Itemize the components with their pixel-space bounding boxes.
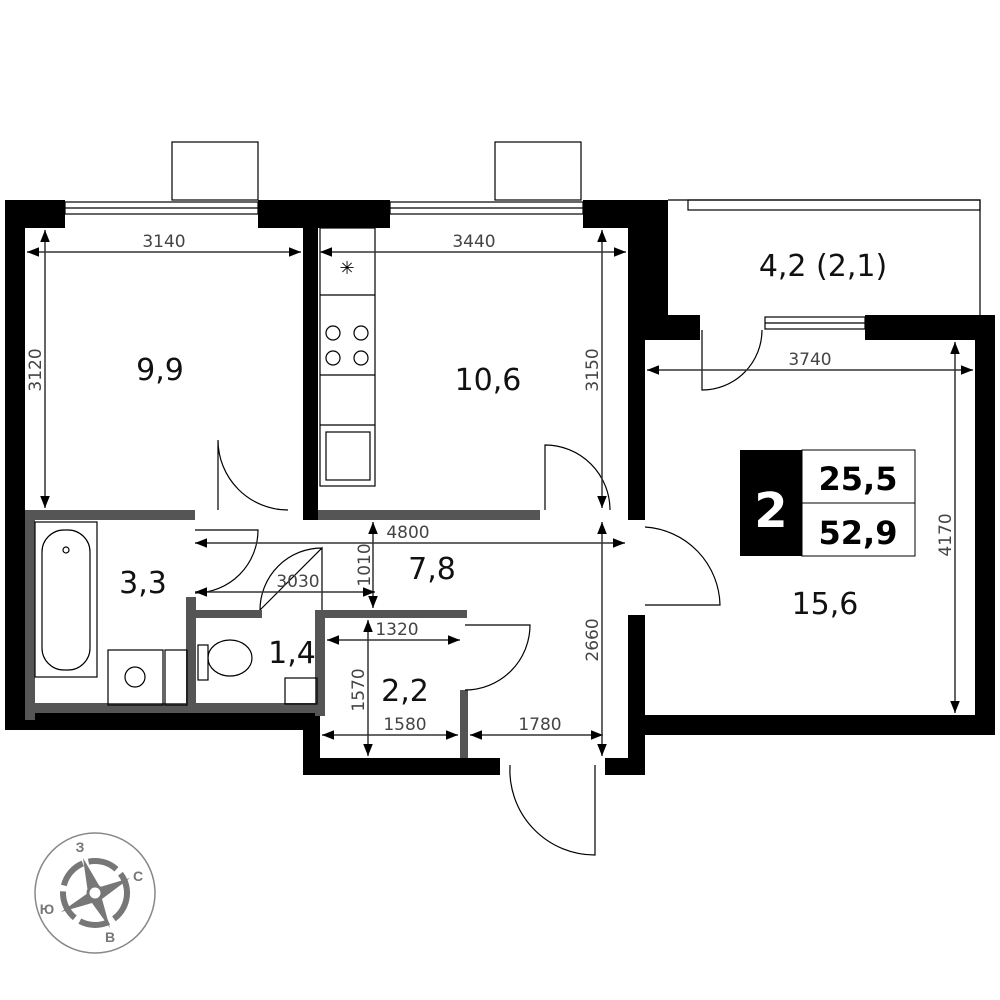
- washbasin-icon: [284, 677, 318, 705]
- compass-east: В: [105, 929, 115, 945]
- dim-entry-width: 1780: [518, 715, 561, 735]
- dim-bedroom-width: 3140: [142, 232, 185, 252]
- window-bay-bedroom: [171, 141, 259, 201]
- doors: [194, 329, 763, 856]
- compass-south: Ю: [40, 901, 54, 917]
- dim-hall-width: 1010: [355, 543, 375, 586]
- dim-closet-width-bottom: 1580: [383, 715, 426, 735]
- outer-walls: [5, 200, 995, 775]
- dim-bedroom-depth: 3120: [26, 348, 46, 391]
- bathtub-icon: [34, 521, 98, 678]
- living-area: 25,5: [819, 460, 898, 498]
- compass-west: З: [76, 839, 85, 855]
- kitchen-furniture: ✳: [319, 227, 376, 487]
- dim-living-width: 3740: [788, 350, 831, 370]
- balcony-outline: [668, 199, 981, 318]
- inner-walls: [25, 510, 540, 758]
- dim-corridor-length: 2660: [583, 618, 603, 661]
- washing-machine-icon: [107, 649, 164, 706]
- room-labels: 9,9 10,6 4,2 (2,1) 15,6 3,3 7,8 1,4 2,2: [119, 249, 887, 709]
- dim-hall-length: 4800: [386, 523, 429, 543]
- dim-closet-width-top: 1320: [375, 620, 418, 640]
- stove-icon: [325, 325, 341, 341]
- dim-closet-depth: 1570: [349, 668, 369, 711]
- dim-kitchen-depth: 3150: [583, 348, 603, 391]
- dimension-labels: 3140 3120 3440 3150 3740 4170 4800 1010 …: [26, 232, 956, 735]
- room-closet-area: 2,2: [381, 674, 429, 709]
- total-area: 52,9: [819, 514, 898, 552]
- summary-badge: 2 25,5 52,9: [740, 449, 916, 557]
- compass-icon: З С Ю В: [34, 832, 156, 954]
- room-hall-area: 7,8: [408, 552, 456, 587]
- bathroom-furniture: [34, 521, 318, 706]
- room-toilet-area: 1,4: [268, 636, 316, 671]
- room-kitchen-area: 10,6: [455, 363, 522, 398]
- fridge-icon: ✳: [339, 258, 354, 278]
- room-balcony-area: 4,2 (2,1): [759, 249, 887, 284]
- room-bedroom-area: 9,9: [136, 353, 184, 388]
- sink-icon: [325, 431, 371, 481]
- window-bay-kitchen: [494, 141, 582, 201]
- room-living-area: 15,6: [792, 587, 859, 622]
- room-bathroom-area: 3,3: [119, 566, 167, 601]
- dim-living-depth: 4170: [936, 513, 956, 556]
- dim-kitchen-width: 3440: [452, 232, 495, 252]
- rooms-count: 2: [754, 483, 787, 539]
- dim-bath-width: 3030: [276, 572, 319, 592]
- compass-north: С: [133, 868, 143, 884]
- dimension-lines: [27, 230, 973, 756]
- toilet-icon: [207, 639, 253, 677]
